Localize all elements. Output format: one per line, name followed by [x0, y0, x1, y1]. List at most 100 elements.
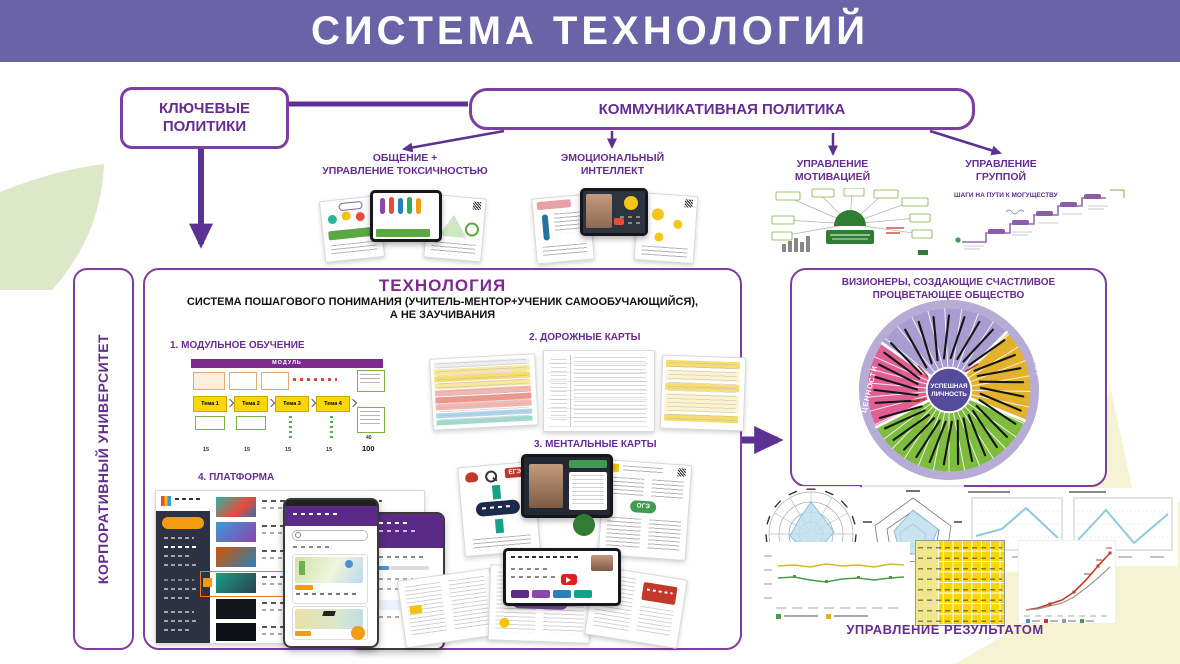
- communicative-policy-box: КОММУНИКАТИВНАЯ ПОЛИТИКА: [469, 88, 975, 130]
- decor: [654, 232, 664, 242]
- header-bar: СИСТЕМА ТЕХНОЛОГИЙ: [0, 0, 1180, 62]
- decor: [327, 214, 338, 225]
- decor: [666, 361, 738, 425]
- decor: [916, 541, 939, 625]
- decor: [620, 216, 640, 218]
- decor: [293, 513, 341, 515]
- step2-text: 2. ДОРОЖНЫЕ КАРТЫ: [529, 332, 641, 343]
- platform-logo: [161, 496, 171, 506]
- decor: [164, 537, 194, 539]
- decor: [635, 605, 674, 639]
- green-badge: [573, 514, 595, 536]
- decor: [363, 600, 429, 610]
- decor: [918, 543, 1002, 623]
- mental-maps-collage: ЕГЭ ОГЭ: [455, 454, 705, 561]
- mental-video-tablet: [521, 454, 613, 518]
- decor: [551, 359, 567, 423]
- decor: [620, 222, 640, 224]
- branch1-line2: УПРАВЛЕНИЕ ТОКСИЧНОСТЬЮ: [322, 165, 488, 178]
- toxicity-tablet: [370, 190, 442, 242]
- decor: [407, 197, 412, 214]
- green-ribbon-shape: [0, 164, 104, 290]
- decor: [574, 590, 592, 598]
- decor: [289, 416, 292, 440]
- arrow-to-branch-4: [929, 129, 1002, 156]
- decor: [553, 590, 571, 598]
- thumb-motivation-mindmap: [771, 188, 933, 255]
- results-label: УПРАВЛЕНИЕ РЕЗУЛЬТАТОМ: [790, 622, 1100, 638]
- decor: [396, 567, 500, 649]
- decor: [295, 609, 363, 629]
- decor: [672, 219, 683, 230]
- branch-label-toxicity: ОБЩЕНИЕ + УПРАВЛЕНИЕ ТОКСИЧНОСТЬЮ: [305, 152, 505, 178]
- decor: [472, 201, 482, 211]
- decor: [307, 398, 317, 408]
- decor: [572, 475, 604, 507]
- decor: [363, 588, 425, 590]
- branch-label-motivation: УПРАВЛЕНИЕ МОТИВАЦИЕЙ: [770, 158, 895, 184]
- start-dot: [955, 237, 961, 243]
- technology-title: ТЕХНОЛОГИЯ: [378, 276, 507, 295]
- decor: [203, 578, 212, 587]
- decor: [357, 370, 385, 392]
- decor: [677, 468, 686, 477]
- branch1-line1: ОБЩЕНИЕ +: [372, 152, 438, 164]
- motivation-center-dome: [834, 210, 866, 226]
- wheel-center-line2: ЛИЧНОСТЬ: [931, 391, 967, 398]
- results-text: УПРАВЛЕНИЕ РЕЗУЛЬТАТОМ: [846, 622, 1044, 637]
- total-score: 100: [362, 444, 375, 453]
- phone-mockup-1: [283, 498, 379, 648]
- branch3-line2: МОТИВАЦИЕЙ: [794, 171, 871, 184]
- key-policies-box: КЛЮЧЕВЫЕ ПОЛИТИКИ: [120, 87, 289, 149]
- decor: [464, 221, 480, 238]
- decor: [164, 597, 190, 599]
- progress-bar: [363, 566, 429, 570]
- decor: [429, 353, 539, 431]
- module-header: МОДУЛЬ: [191, 359, 383, 368]
- arrow-to-branch-1: [402, 129, 505, 153]
- score-4: 15: [326, 447, 333, 453]
- decor: [216, 547, 256, 567]
- emoji-icon: [624, 196, 638, 210]
- decor: [398, 198, 403, 214]
- personality-wheel: УСПЕШНАЯ ЛИЧНОСТЬ ЦЕННОСТИ НАВЫКИ ЖИЗНИ: [859, 299, 1044, 481]
- communicative-policy-label: КОММУНИКАТИВНАЯ ПОЛИТИКА: [598, 100, 846, 118]
- step-label-module: 1. МОДУЛЬНОЕ ОБУЧЕНИЕ: [170, 340, 340, 353]
- corporate-university-label: КОРПОРАТИВНЫЙ УНИВЕРСИТЕТ: [95, 333, 112, 585]
- decor: [164, 629, 192, 631]
- decor: [295, 631, 311, 636]
- search-icon: [295, 532, 301, 538]
- decor: [164, 611, 194, 613]
- decor: [409, 604, 423, 615]
- radar-chart-pentagon: [862, 484, 964, 584]
- decor: [292, 606, 368, 640]
- decor: [622, 465, 663, 477]
- technology-subtitle-2: А НЕ ЗАУЧИВАНИЯ: [389, 309, 496, 321]
- decor: [548, 355, 571, 427]
- logo-mark: [918, 250, 928, 255]
- visioners-box: ВИЗИОНЕРЫ, СОЗДАЮЩИЕ СЧАСТЛИВОЕ ПРОЦВЕТА…: [790, 268, 1107, 487]
- decor: [363, 578, 413, 580]
- decor: [360, 411, 380, 427]
- decor: [216, 623, 256, 641]
- decor: [285, 500, 377, 506]
- page-title: СИСТЕМА ТЕХНОЛОГИЙ: [310, 8, 870, 53]
- module-diagram: МОДУЛЬ Тема 1 Тема 2 Тема 3 Тема 4 15 15…: [185, 359, 390, 459]
- branch3-line1: УПРАВЛЕНИЕ: [796, 158, 869, 170]
- visioners-title-line2: ПРОЦВЕТАЮЩЕЕ ОБЩЕСТВО: [872, 289, 1025, 301]
- decor: [416, 198, 421, 214]
- documents-collage: [393, 548, 703, 649]
- decor: [363, 522, 407, 524]
- branch4-line2: ГРУППОЙ: [975, 171, 1027, 184]
- key-policies-line2: ПОЛИТИКИ: [162, 118, 247, 135]
- decor: [175, 498, 203, 500]
- key-policies-line1: КЛЮЧЕВЫЕ: [158, 100, 251, 117]
- decor: [341, 211, 352, 221]
- topic-2: Тема 2: [234, 396, 268, 412]
- decor: [586, 194, 612, 228]
- step-label-platform: 4. ПЛАТФОРМА: [198, 472, 308, 485]
- decor: [164, 588, 198, 590]
- decor: [543, 350, 655, 432]
- branch-label-group: УПРАВЛЕНИЕ ГРУППОЙ: [940, 158, 1062, 184]
